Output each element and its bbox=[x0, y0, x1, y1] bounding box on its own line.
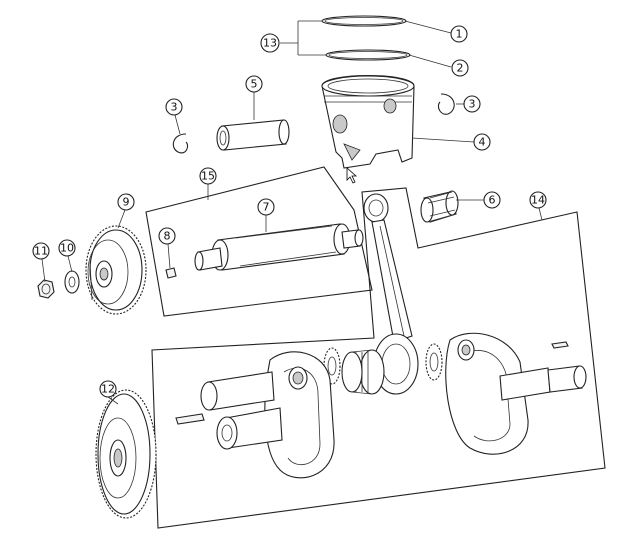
svg-text:7: 7 bbox=[263, 201, 270, 214]
piston-ring-lower bbox=[325, 49, 411, 61]
crankshaft-right-half bbox=[445, 332, 587, 455]
nut bbox=[37, 279, 55, 299]
svg-text:9: 9 bbox=[123, 196, 130, 209]
circlip-right bbox=[437, 93, 455, 115]
callout-14: 14 bbox=[529, 191, 547, 209]
svg-text:13: 13 bbox=[263, 37, 277, 50]
svg-text:2: 2 bbox=[457, 62, 464, 75]
group-box-14 bbox=[151, 187, 606, 529]
callout-5: 5 bbox=[245, 75, 263, 93]
piston-ring-upper bbox=[321, 15, 407, 27]
callout-2: 2 bbox=[451, 59, 469, 77]
small-end-bearing bbox=[420, 190, 459, 223]
callout-3-right: 3 bbox=[463, 95, 481, 113]
connecting-rod bbox=[363, 193, 419, 395]
callout-8: 8 bbox=[158, 227, 176, 245]
piston-pin bbox=[216, 119, 290, 151]
callout-13: 13 bbox=[260, 33, 280, 53]
callout-15: 15 bbox=[199, 167, 217, 185]
callout-3-left: 3 bbox=[165, 98, 183, 116]
crank-pin bbox=[194, 223, 364, 271]
callout-9: 9 bbox=[117, 193, 135, 211]
washer bbox=[64, 270, 80, 294]
svg-text:1: 1 bbox=[456, 28, 463, 41]
callout-10: 10 bbox=[58, 239, 76, 257]
gear-12 bbox=[95, 389, 157, 519]
callout-1: 1 bbox=[450, 25, 468, 43]
plug bbox=[165, 267, 177, 279]
leader-lines bbox=[41, 20, 543, 405]
svg-text:11: 11 bbox=[34, 245, 48, 258]
svg-text:5: 5 bbox=[251, 78, 258, 91]
piston bbox=[321, 75, 415, 169]
crankshaft-left-half bbox=[175, 351, 335, 479]
callout-12: 12 bbox=[99, 380, 117, 398]
svg-text:6: 6 bbox=[489, 194, 496, 207]
svg-text:3: 3 bbox=[171, 101, 178, 114]
svg-text:14: 14 bbox=[531, 194, 545, 207]
mouse-cursor-icon bbox=[346, 167, 358, 184]
circlip-left bbox=[172, 133, 189, 154]
thrust-washer-right bbox=[425, 343, 443, 381]
svg-text:15: 15 bbox=[201, 170, 215, 183]
svg-text:10: 10 bbox=[60, 242, 74, 255]
big-end-bearing bbox=[341, 349, 385, 395]
callout-6: 6 bbox=[483, 191, 501, 209]
callout-7: 7 bbox=[257, 198, 275, 216]
callout-4: 4 bbox=[473, 133, 491, 151]
group-box-15 bbox=[145, 166, 373, 317]
svg-text:8: 8 bbox=[164, 230, 171, 243]
svg-text:3: 3 bbox=[469, 98, 476, 111]
gear-9 bbox=[85, 225, 147, 315]
svg-text:12: 12 bbox=[101, 383, 115, 396]
callout-11: 11 bbox=[32, 242, 50, 260]
svg-text:4: 4 bbox=[479, 136, 486, 149]
